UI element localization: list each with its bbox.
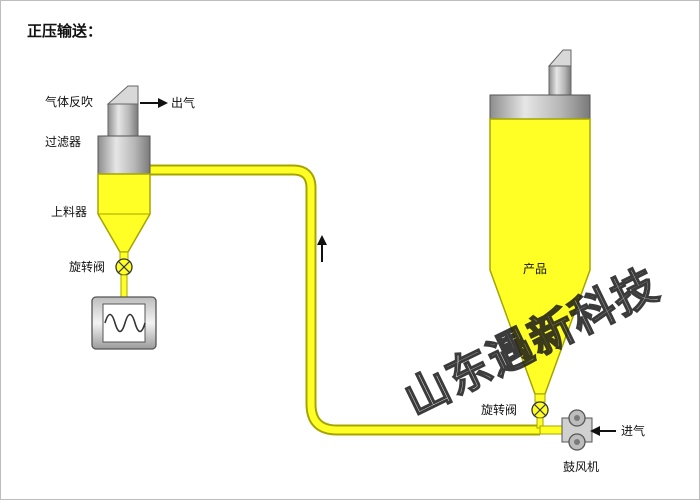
rotary-valve-right	[531, 401, 549, 419]
label-blower: 鼓风机	[563, 460, 600, 474]
conveying-pipe-fill	[150, 166, 540, 434]
label-backflush: 气体反吹	[45, 95, 94, 109]
screw-feeder-drum	[91, 296, 157, 350]
feeder-hopper	[97, 173, 151, 253]
diagram-title: 正压输送：	[27, 22, 103, 40]
label-product: 产品	[523, 262, 548, 276]
exhaust-arrow	[140, 98, 168, 108]
label-rotary-valve-right: 旋转阀	[481, 403, 518, 417]
silo-top-vent	[547, 49, 572, 97]
filter-housing	[97, 135, 151, 175]
rotary-valve-left	[115, 258, 133, 276]
air-inlet-arrow	[590, 426, 616, 436]
label-exhaust: 出气	[171, 96, 196, 110]
label-rotary-valve-left: 旋转阀	[69, 260, 106, 274]
filter-top-vent	[106, 85, 139, 137]
label-filter: 过滤器	[45, 135, 82, 149]
label-hopper: 上料器	[51, 205, 88, 219]
label-air-in: 进气	[621, 424, 646, 438]
flow-direction-arrow	[317, 235, 327, 262]
blower	[561, 409, 593, 451]
silo-filter-section	[489, 94, 591, 120]
